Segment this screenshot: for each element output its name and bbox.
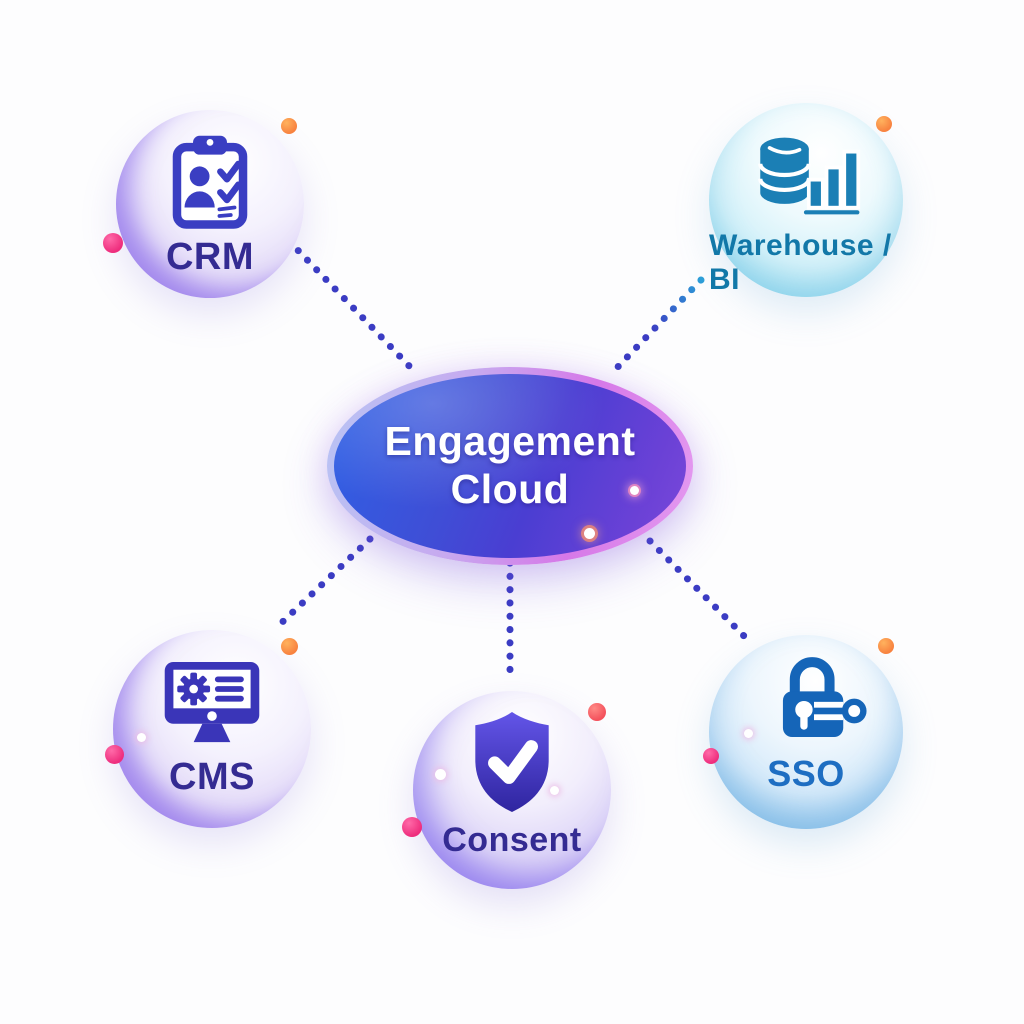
node-cms-label: CMS — [169, 756, 255, 798]
connector-center-cms — [271, 535, 374, 633]
node-sso-label: SSO — [767, 753, 845, 794]
clipboard-contact-checklist-icon — [172, 135, 248, 229]
decor-dot-pink — [703, 748, 719, 764]
node-consent-label: Consent — [442, 821, 582, 859]
decor-dot-pink — [105, 745, 124, 764]
decor-dot-orange — [878, 638, 894, 654]
decor-dot-white — [435, 769, 446, 780]
node-engagement-cloud: Engagement Cloud — [327, 367, 693, 565]
decor-dot-orange — [281, 638, 298, 655]
decor-dot-orange — [281, 118, 297, 134]
decor-dot-red — [588, 703, 606, 721]
padlock-key-icon — [782, 657, 867, 738]
sparkle-dot — [584, 528, 595, 539]
sparkle-dot — [630, 486, 639, 495]
node-warehouse-bi: Warehouse / BI — [709, 103, 903, 297]
shield-check-icon — [475, 712, 549, 812]
node-warehouse-bi-label: Warehouse / BI — [709, 229, 892, 296]
database-bar-chart-icon — [758, 137, 861, 215]
decor-dot-pink — [103, 233, 123, 253]
node-cms: CMS — [113, 630, 311, 828]
decor-dot-orange — [876, 116, 892, 132]
decor-dot-white — [137, 733, 146, 742]
decor-dot-white — [744, 729, 753, 738]
decor-dot-white — [550, 786, 559, 795]
node-consent: Consent — [413, 691, 611, 889]
engagement-cloud-ellipse: Engagement Cloud — [334, 374, 686, 558]
connector-warehouse-center — [607, 276, 705, 378]
connector-crm-center — [285, 237, 417, 374]
node-crm-label: CRM — [165, 236, 255, 278]
node-sso: SSO — [709, 635, 903, 829]
connector-center-sso — [646, 537, 748, 640]
node-crm: CRM — [116, 110, 304, 298]
decor-dot-pink — [402, 817, 422, 837]
engagement-cloud-title-line2: Cloud — [450, 466, 570, 512]
engagement-cloud-title-line1: Engagement — [384, 418, 636, 465]
monitor-gear-icon — [164, 662, 260, 743]
